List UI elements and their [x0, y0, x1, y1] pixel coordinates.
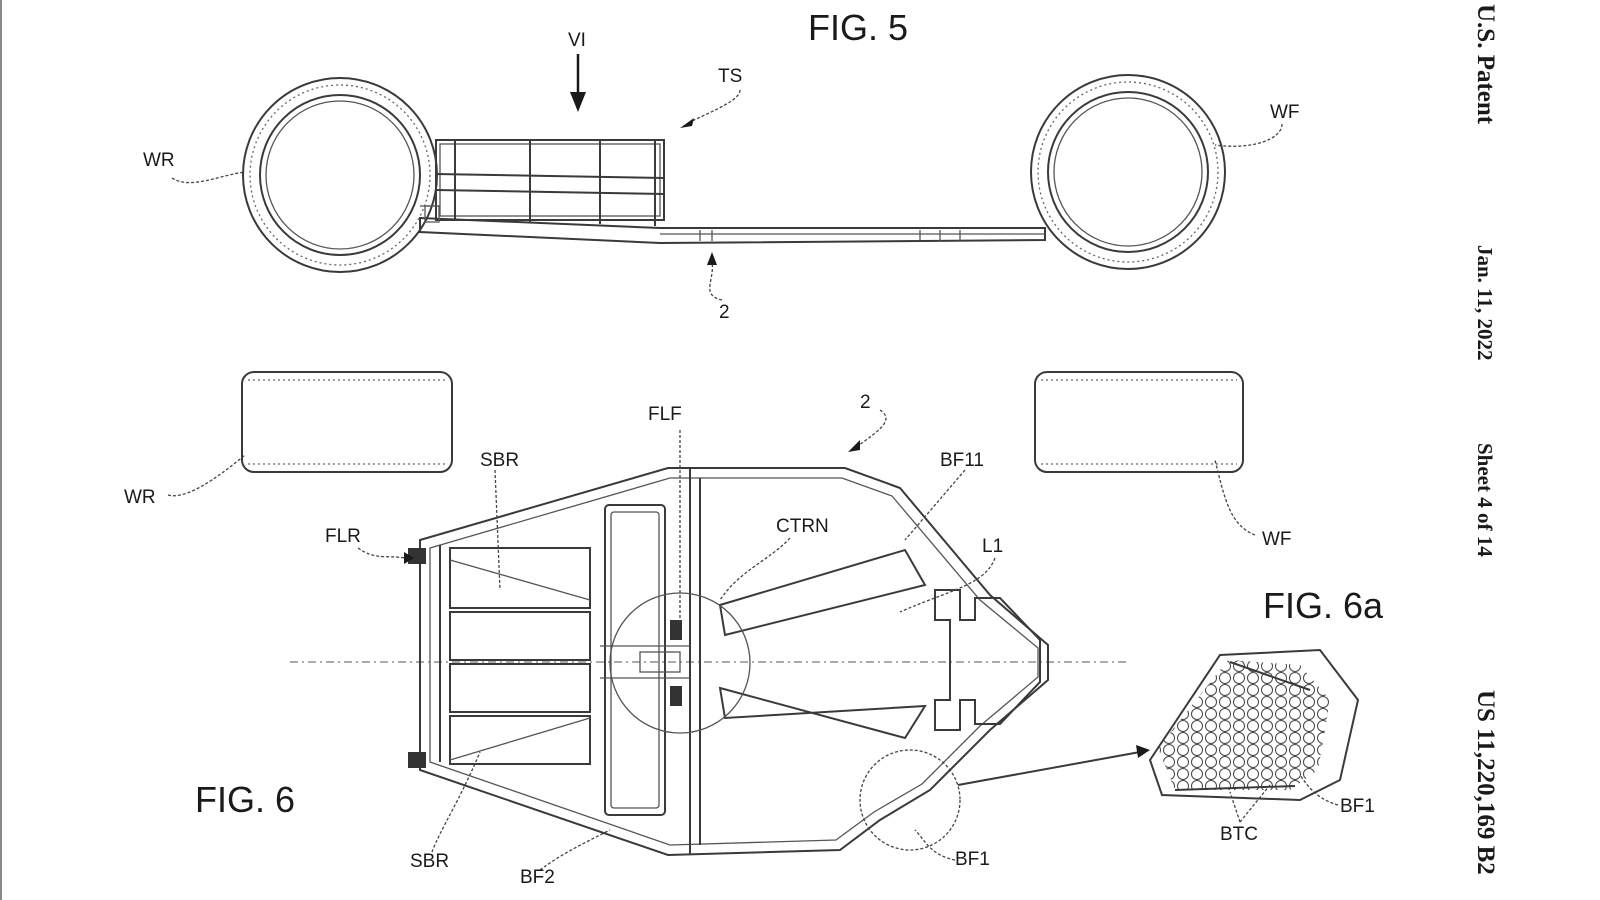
fig5-leader-wr: [171, 171, 246, 184]
fig6-label-wf: WF: [1262, 529, 1292, 550]
fig5-floor: [419, 216, 1046, 245]
fig5-front-wheel: [1030, 74, 1226, 270]
fig6-top-view: FIG. 6: [124, 371, 1292, 888]
fig5-label-2: 2: [719, 302, 730, 323]
fig5-side-view: FIG. 5: [143, 7, 1300, 323]
fig6-leader-l1: [899, 557, 996, 613]
fig6-leader-sbr-bottom: [431, 751, 481, 853]
patent-side-margin: U.S. Patent Jan. 11, 2022 Sheet 4 of 14 …: [1472, 4, 1499, 875]
fig6-rear-wheel: [241, 371, 453, 473]
fig6-label-sbr-top: SBR: [480, 450, 519, 471]
fig5-title: FIG. 5: [808, 7, 908, 48]
fig5-label-vi: VI: [568, 30, 586, 51]
fig6-mount-points: [408, 548, 682, 768]
fig6-label-2: 2: [860, 392, 871, 413]
fig6-label-bf11: BF11: [940, 450, 984, 471]
fig6-title: FIG. 6: [195, 779, 295, 820]
fig6-leader-bf2: [539, 829, 611, 871]
fig6-front-frame: [718, 548, 1041, 740]
fig5-label-ts: TS: [718, 66, 742, 87]
fig6-label-l1: L1: [982, 536, 1003, 557]
fig6-label-flr: FLR: [325, 526, 361, 547]
fig6-leader-bf11: [904, 469, 966, 541]
fig6a-leader-bf1: [1299, 774, 1339, 806]
fig6-label-sbr-bottom: SBR: [410, 851, 449, 872]
fig5-label-wf: WF: [1270, 102, 1300, 123]
fig6-leader-wr: [167, 454, 246, 497]
fig6a-label-bf1: BF1: [1340, 796, 1375, 817]
fig6-detail-circle-bf1: [859, 749, 961, 851]
side-date: Jan. 11, 2022: [1473, 245, 1497, 361]
fig6-leader-2: [854, 409, 887, 449]
side-patent-number: US 11,220,169 B2: [1472, 690, 1499, 875]
fig6-leader-sbr-top: [494, 469, 501, 591]
fig6-to-fig6a-arrow: [957, 751, 1141, 786]
fig6-label-flf: FLF: [648, 404, 682, 425]
fig5-label-wr: WR: [143, 150, 175, 171]
fig6-leader-bf1: [914, 829, 956, 861]
fig5-tubular-structure: [420, 139, 665, 226]
fig5-leader-ts: [689, 89, 741, 123]
fig5-view-arrow: VI: [568, 30, 586, 112]
side-sheet: Sheet 4 of 14: [1473, 443, 1497, 557]
fig6-label-wr: WR: [124, 487, 156, 508]
side-patent-office: U.S. Patent: [1472, 4, 1499, 125]
fig6a-title: FIG. 6a: [1263, 585, 1384, 626]
fig6-leader-wf: [1214, 459, 1256, 536]
fig6-rear-frame: [419, 468, 701, 855]
fig6-front-wheel: [1034, 371, 1244, 473]
fig6a-leader-btc: [1229, 784, 1271, 823]
fig6-label-bf2: BF2: [520, 867, 555, 888]
fig5-leader-2: [709, 261, 723, 301]
fig5-leader-wf: [1214, 123, 1283, 147]
fig6a-section-outline: [1148, 648, 1360, 802]
fig6-label-bf1: BF1: [955, 849, 990, 870]
fig6a-label-btc: BTC: [1220, 824, 1258, 845]
fig6-label-ctrn: CTRN: [776, 516, 829, 537]
